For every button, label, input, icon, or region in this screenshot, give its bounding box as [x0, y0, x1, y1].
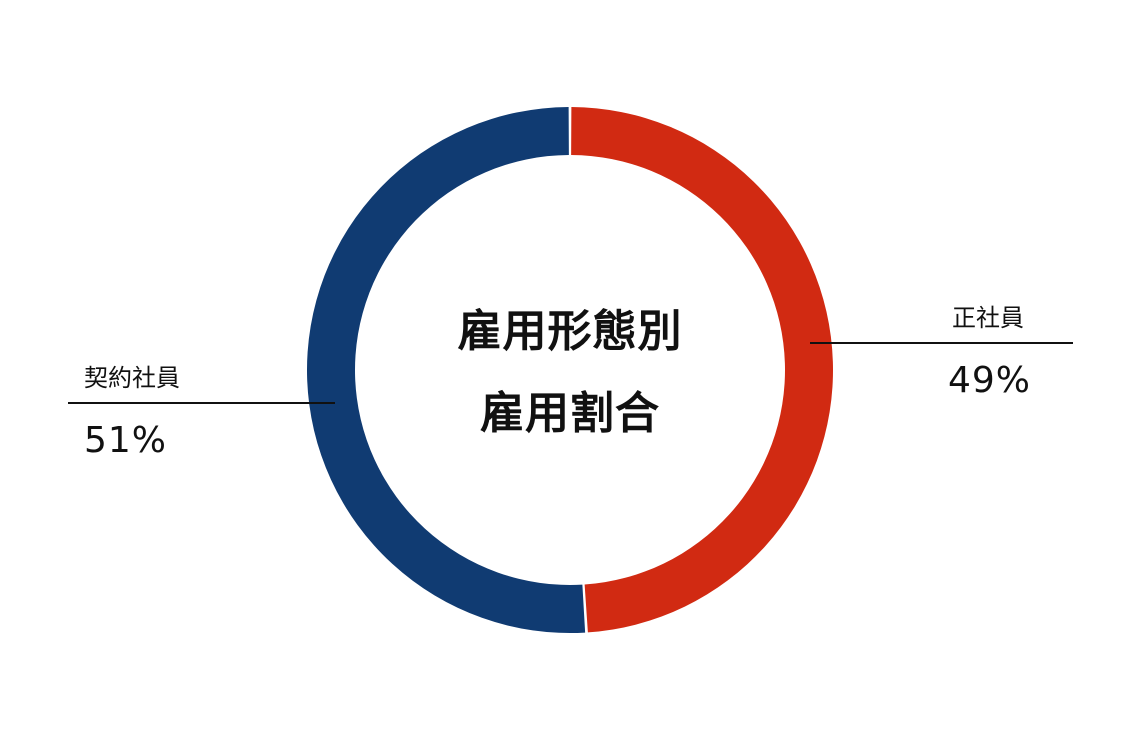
label-seishain-value: 49%: [948, 360, 1032, 401]
chart-title-line-1: 雇用形態別: [457, 306, 683, 357]
label-seishain-name: 正社員: [952, 304, 1024, 332]
donut-slice-keiyakushain: [307, 107, 586, 633]
donut-slices: [307, 107, 834, 633]
chart-title-line-2: 雇用割合: [480, 388, 660, 439]
donut-slice-seishain: [571, 107, 834, 633]
label-keiyakushain-value: 51%: [84, 420, 168, 461]
leader-line-keiyakushain: [68, 402, 335, 404]
leader-line-seishain: [810, 342, 1073, 344]
label-keiyakushain-name: 契約社員: [84, 364, 180, 392]
